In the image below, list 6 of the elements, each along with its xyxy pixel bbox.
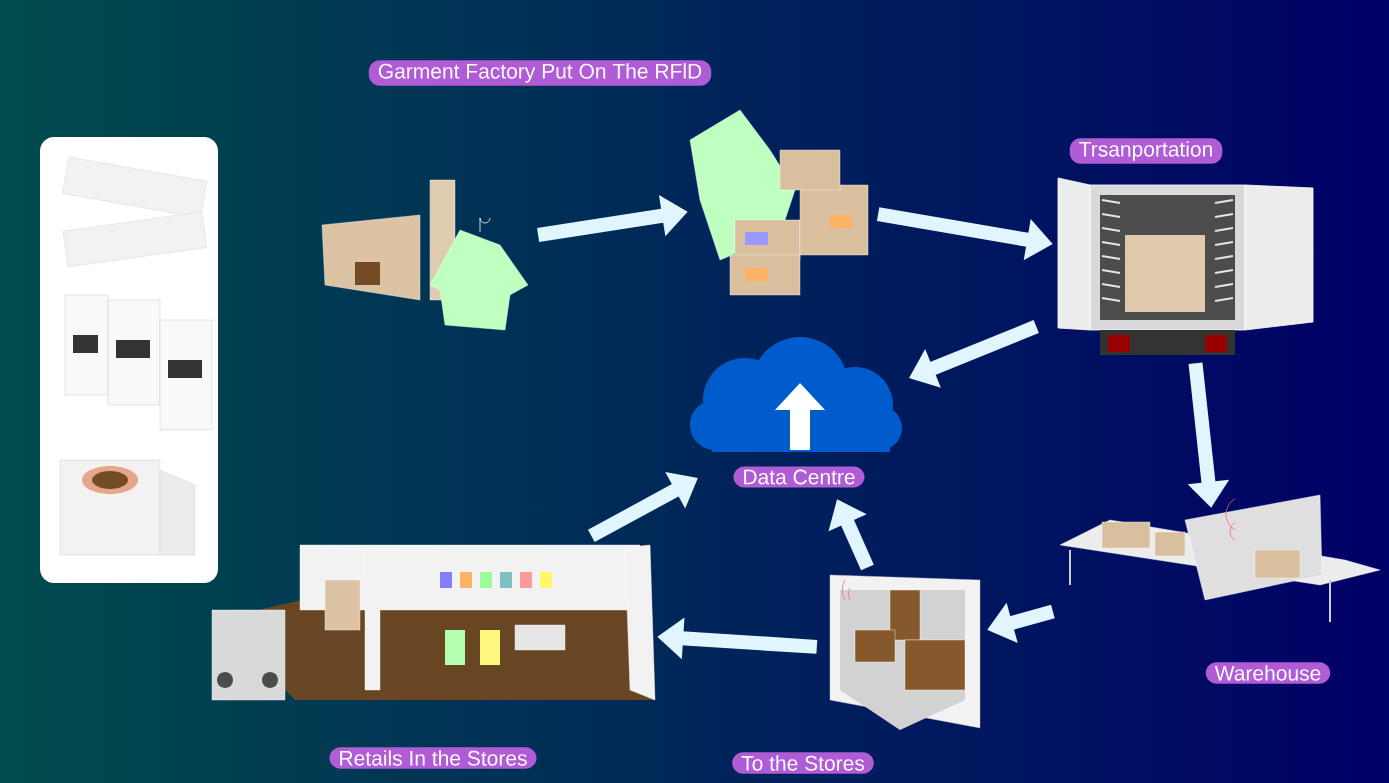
stage-label: Garment Factory Put On The RFlD	[368, 60, 712, 86]
stage-label: Warehouse	[1205, 662, 1331, 684]
packed-boxes-drawing	[689, 109, 869, 296]
stage-label: Trsanportation	[1069, 138, 1223, 164]
stage-label: Retails In the Stores	[329, 747, 537, 769]
stage-label: To the Stores	[732, 752, 874, 774]
